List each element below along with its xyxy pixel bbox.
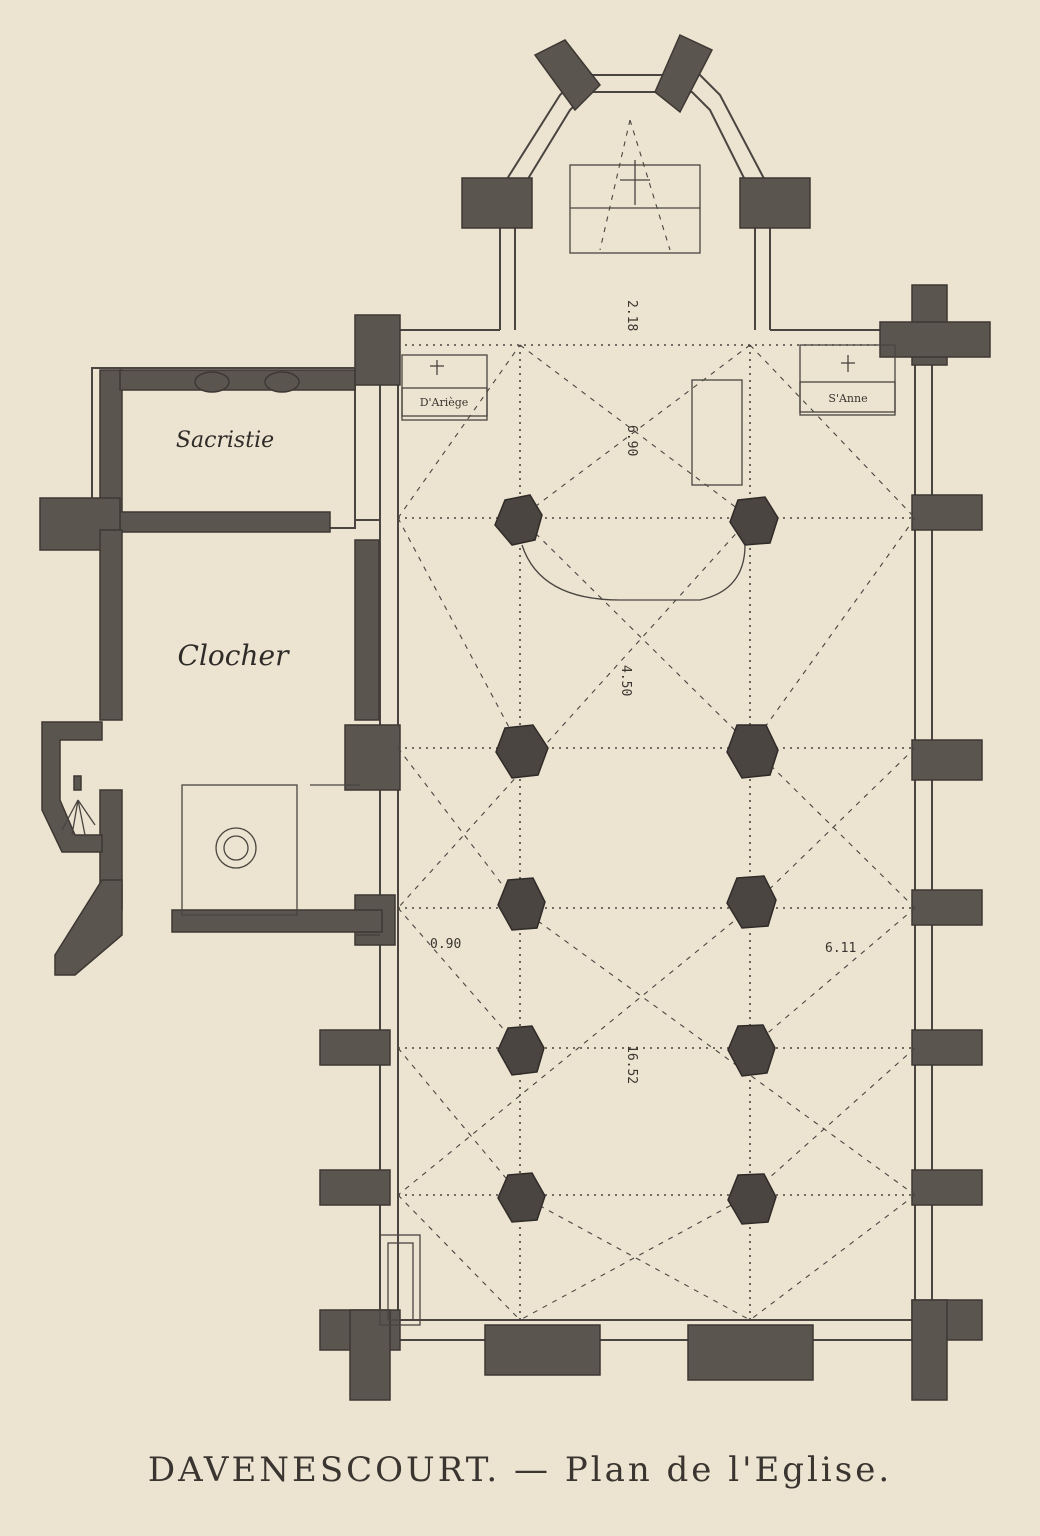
lectern (691, 379, 743, 486)
annex: Sacristie Clocher (39, 367, 383, 976)
side-chapels: D'Ariège S'Anne (401, 344, 896, 421)
dim-label: 2.18 (624, 300, 639, 331)
choir-rail (521, 544, 746, 601)
buttresses-left (319, 314, 401, 1401)
dim-label: 16.52 (624, 1045, 639, 1084)
west-front (484, 1324, 814, 1381)
pillar (727, 1173, 777, 1225)
pillar (497, 1025, 545, 1076)
pillar (726, 875, 777, 929)
apse (461, 33, 811, 330)
sacristie-label: Sacristie (176, 428, 274, 453)
staircase-icon (61, 775, 96, 836)
pillar (726, 724, 779, 779)
plan-caption: DAVENESCOURT. — Plan de l'Eglise. (147, 1450, 893, 1490)
pillar (494, 494, 543, 546)
dim-label: 6.90 (624, 425, 639, 456)
nave-walls (379, 310, 933, 1341)
dim-label: 6.11 (825, 941, 856, 956)
porch (379, 1234, 421, 1326)
buttresses-right (879, 284, 991, 1401)
chapel-left-label: D'Ariège (420, 396, 469, 409)
clocher-label: Clocher (178, 639, 291, 672)
chapel-right-label: S'Anne (828, 392, 867, 405)
pillar (497, 877, 546, 931)
dim-label: 0.90 (430, 937, 461, 952)
floor-plan-container: D'Ariège S'Anne (39, 33, 991, 1401)
church-floor-plan: D'Ariège S'Anne (39, 33, 991, 1401)
pillar (495, 724, 549, 779)
pillar (727, 1024, 776, 1077)
pillar (497, 1172, 546, 1223)
dim-label: 4.50 (618, 665, 633, 696)
altar (569, 119, 701, 254)
pillars (494, 494, 779, 1225)
pillar (729, 496, 779, 546)
vault-lines (397, 344, 916, 1321)
dimension-annotations: 2.18 6.90 4.50 16.52 0.90 6.11 (430, 300, 856, 1084)
